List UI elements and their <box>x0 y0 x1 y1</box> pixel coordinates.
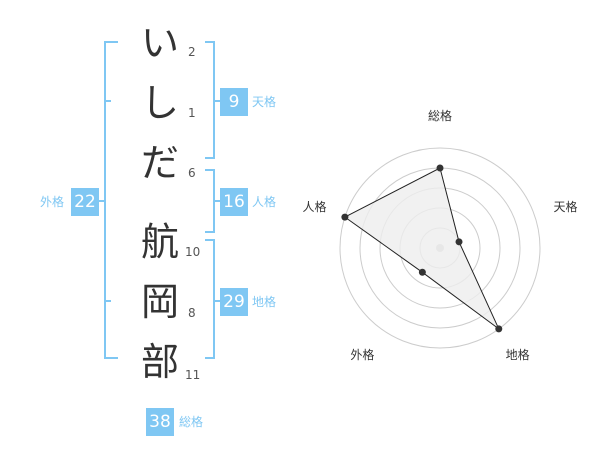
radar-points <box>341 164 503 333</box>
stroke-count-1: 2 <box>188 45 196 59</box>
stroke-count-3: 6 <box>188 166 196 180</box>
name-char-2: し <box>140 81 179 125</box>
radar-axis-label-1: 総格 <box>428 108 452 123</box>
soukaku-label: 総格 <box>179 415 204 429</box>
chikaku-label: 地格 <box>252 295 277 309</box>
tenkaku-label: 天格 <box>252 95 277 109</box>
soukaku-value-badge: 38 <box>146 408 174 436</box>
name-char-4: 航 <box>140 220 179 264</box>
radar-axis-label-5: 人格 <box>302 199 326 214</box>
radar-point-2 <box>455 238 463 246</box>
radar-point-3 <box>495 325 503 333</box>
radar-point-5 <box>341 213 349 221</box>
name-char-6: 部 <box>140 340 179 384</box>
name-char-1: い <box>140 21 179 65</box>
gaikaku-value-badge: 22 <box>71 188 99 216</box>
radar-axis-label-3: 地格 <box>506 347 530 362</box>
jinkaku-value-badge: 16 <box>220 188 248 216</box>
stroke-count-6: 11 <box>185 368 201 382</box>
radar-ring-5 <box>339 147 541 349</box>
radar-point-1 <box>436 164 444 172</box>
jinkaku-label: 人格 <box>252 195 277 209</box>
tenkaku-value-badge: 9 <box>220 88 248 116</box>
chikaku-bracket <box>205 239 215 359</box>
stroke-count-4: 10 <box>185 245 201 259</box>
radar-point-4 <box>418 268 426 276</box>
gaikaku-label: 外格 <box>40 195 65 209</box>
chikaku-value-badge: 29 <box>220 288 248 316</box>
stroke-count-2: 1 <box>188 106 196 120</box>
name-char-5: 岡 <box>140 280 179 324</box>
name-char-3: だ <box>140 141 179 185</box>
radar-data-polygon <box>343 167 500 330</box>
stroke-count-5: 8 <box>188 306 196 320</box>
radar-axis-label-4: 外格 <box>350 347 374 362</box>
radar-axis-label-2: 天格 <box>554 199 578 214</box>
